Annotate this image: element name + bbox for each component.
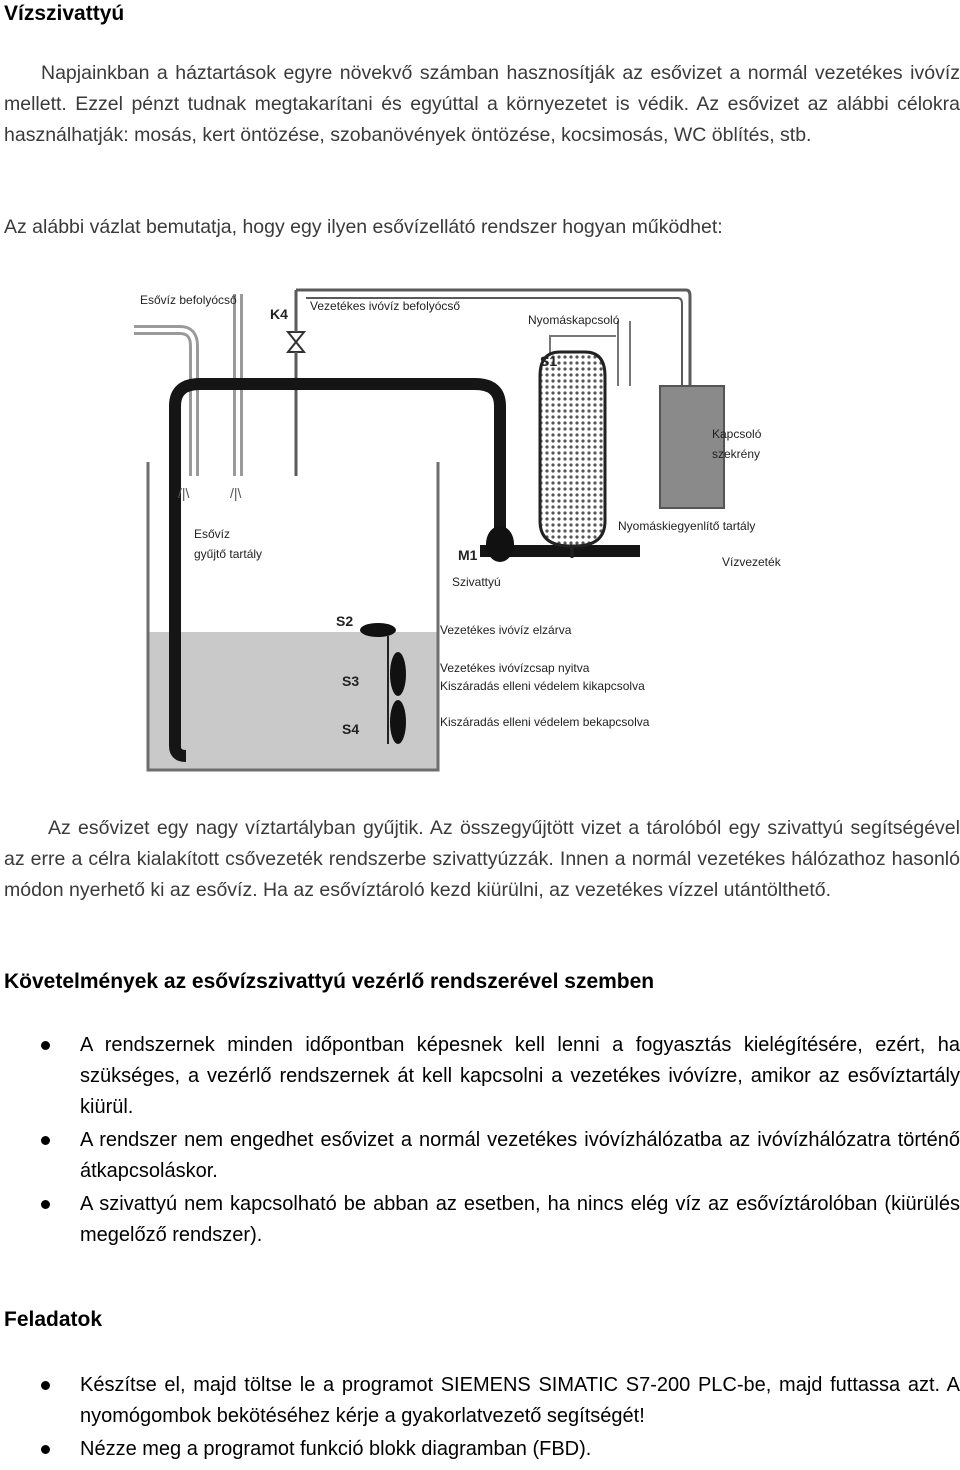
- label-s3-desc-2: Kiszáradás elleni védelem kikapcsolva: [440, 679, 645, 693]
- body-text: Az esővizet egy nagy víztartályban gyűjt…: [4, 817, 960, 901]
- list-item: A rendszernek minden időpontban képesnek…: [4, 1030, 960, 1123]
- float-switch-s2: [360, 623, 396, 637]
- label-rain-inlet: Esővíz befolyócső: [140, 293, 237, 307]
- intro-text: Napjainkban a háztartások egyre növekvő …: [4, 62, 960, 146]
- list-item: Készítse el, majd töltse le a programot …: [4, 1370, 960, 1432]
- mains-inlet-pipe: [296, 288, 692, 386]
- label-drips-1: /|\: [178, 485, 190, 501]
- label-pump: Szivattyú: [452, 575, 501, 589]
- tasks-list: Készítse el, majd töltse le a programot …: [4, 1370, 960, 1465]
- label-drips-2: /|\: [230, 485, 242, 501]
- bullet-icon: [41, 1200, 50, 1209]
- rainwater-system-diagram: Esővíz befolyócső K4 Vezetékes ivóvíz be…: [134, 288, 782, 772]
- label-s3-desc-1: Vezetékes ivóvízcsap nyitva: [440, 661, 590, 675]
- control-box: [659, 385, 725, 509]
- page-title: Vízszivattyú: [4, 2, 125, 25]
- tank-outline: [146, 462, 440, 772]
- label-control-box: Kapcsoló szekrény: [712, 427, 765, 461]
- label-s4: S4: [342, 721, 359, 737]
- bullet-icon: [41, 1445, 50, 1454]
- tasks-heading: Feladatok: [4, 1308, 103, 1331]
- label-m1: M1: [458, 547, 478, 563]
- bullet-icon: [41, 1136, 50, 1145]
- diagram-intro: Az alábbi vázlat bemutatja, hogy egy ily…: [4, 212, 960, 243]
- intro-paragraph: Napjainkban a háztartások egyre növekvő …: [4, 58, 960, 151]
- label-pressure-switch: Nyomáskapcsoló: [528, 313, 620, 327]
- label-s4-desc: Kiszáradás elleni védelem bekapcsolva: [440, 715, 650, 729]
- list-item: A szivattyú nem kapcsolható be abban az …: [4, 1189, 960, 1251]
- float-switch-s4: [390, 700, 406, 744]
- label-s1: S1: [540, 353, 557, 369]
- tank-water: [148, 632, 438, 770]
- label-mains-inlet: Vezetékes ivóvíz befolyócső: [310, 299, 460, 313]
- label-s3: S3: [342, 673, 359, 689]
- requirements-heading: Követelmények az esővízszivattyú vezérlő…: [4, 970, 655, 993]
- valve-k4: [285, 331, 307, 353]
- label-s2-desc: Vezetékes ivóvíz elzárva: [440, 623, 572, 637]
- rain-inlet-pipe: [134, 325, 199, 476]
- bullet-icon: [41, 1041, 50, 1050]
- diagram-intro-text: Az alábbi vázlat bemutatja, hogy egy ily…: [4, 216, 723, 238]
- requirements-list: A rendszernek minden időpontban képesnek…: [4, 1030, 960, 1251]
- label-k4: K4: [270, 306, 288, 322]
- float-switch-s3: [390, 652, 406, 696]
- pressure-vessel: [538, 350, 607, 558]
- list-item: A rendszer nem engedhet esővizet a normá…: [4, 1125, 960, 1187]
- pump-pipe: [169, 378, 506, 546]
- list-item: Nézze meg a programot funkció blokk diag…: [4, 1434, 960, 1465]
- label-s2: S2: [336, 613, 353, 629]
- body-paragraph: Az esővizet egy nagy víztartályban gyűjt…: [4, 813, 960, 906]
- label-tank: Esővíz gyűjtő tartály: [194, 527, 262, 561]
- label-pressure-vessel: Nyomáskiegyenlítő tartály: [618, 519, 755, 533]
- bullet-icon: [41, 1381, 50, 1390]
- label-water-line: Vízvezeték: [722, 555, 782, 569]
- pump-m1: [486, 526, 514, 562]
